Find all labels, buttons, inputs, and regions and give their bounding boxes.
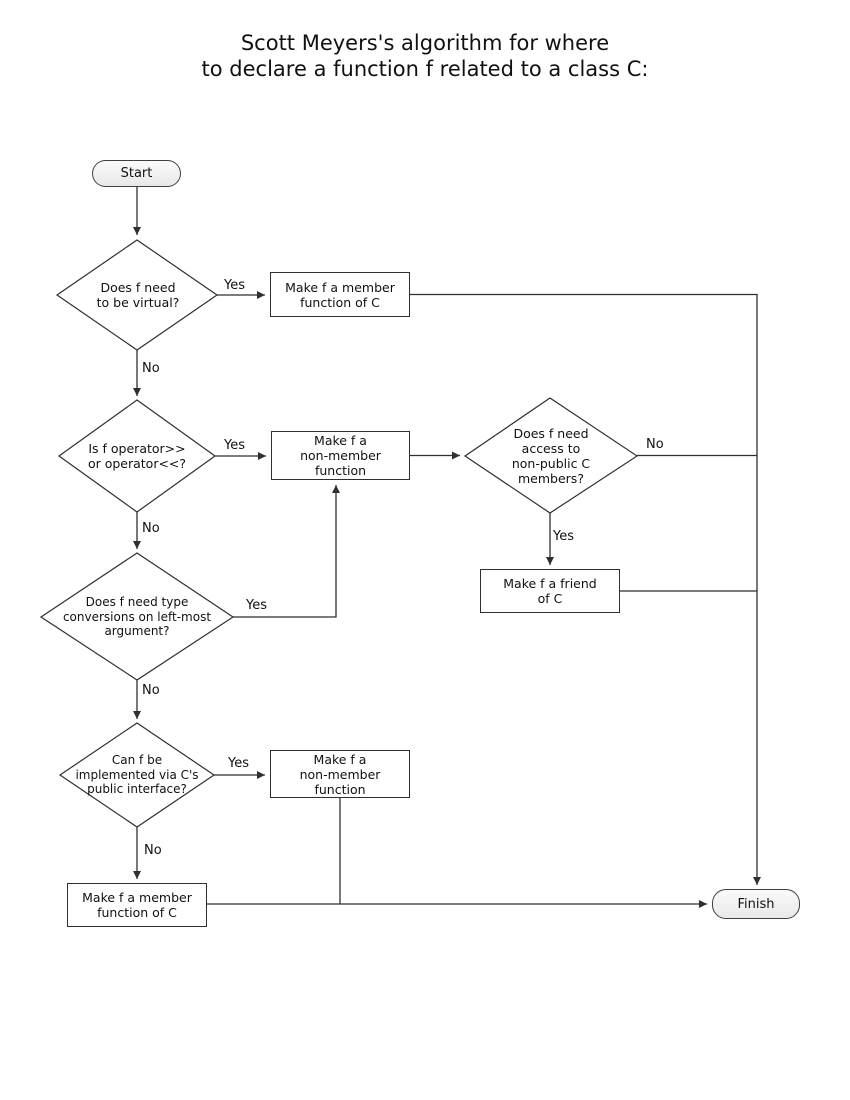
edge-label-operator-no: No [142,521,160,536]
finish-node: Finish [712,889,800,919]
diamond-operator-shape [57,399,217,513]
process-member-function-top: Make f a member function of C [270,272,410,317]
edge-label-conversions-no: No [142,683,160,698]
decision-interface-text: Can f be implemented via C's public inte… [75,753,199,797]
process-nonmember-function-bottom: Make f a non-member function [270,750,410,798]
start-node: Start [92,160,181,187]
edge-label-conversions-yes: Yes [246,598,267,613]
diamond-conversions-shape [39,552,235,681]
process-nonmember-function-mid: Make f a non-member function [271,431,410,480]
edge-label-access-yes: Yes [553,529,574,544]
decision-conversions-text: Does f need type conversions on left-mos… [62,595,212,639]
edge-label-operator-yes: Yes [224,438,245,453]
edge-label-virtual-no: No [142,361,160,376]
edge-label-interface-yes: Yes [228,756,249,771]
edge-label-interface-no: No [144,843,162,858]
process-member-function-bottom: Make f a member function of C [67,883,207,927]
diamond-access-shape [463,397,639,514]
decision-operator-text: Is f operator>> or operator<<? [87,441,187,471]
decision-access-text: Does f need access to non-public C membe… [511,426,591,486]
diamond-interface-shape [58,722,216,828]
diamond-virtual-shape [55,239,219,351]
edge-label-access-no: No [646,437,664,452]
edge-conversions-yes [233,485,340,618]
edge-label-virtual-yes: Yes [224,278,245,293]
process-friend-of-c: Make f a friend of C [480,569,620,613]
decision-virtual-text: Does f need to be virtual? [96,280,180,310]
edge-membertop-to-finish-rail [410,293,761,885]
page-title: Scott Meyers's algorithm for where to de… [201,31,649,81]
